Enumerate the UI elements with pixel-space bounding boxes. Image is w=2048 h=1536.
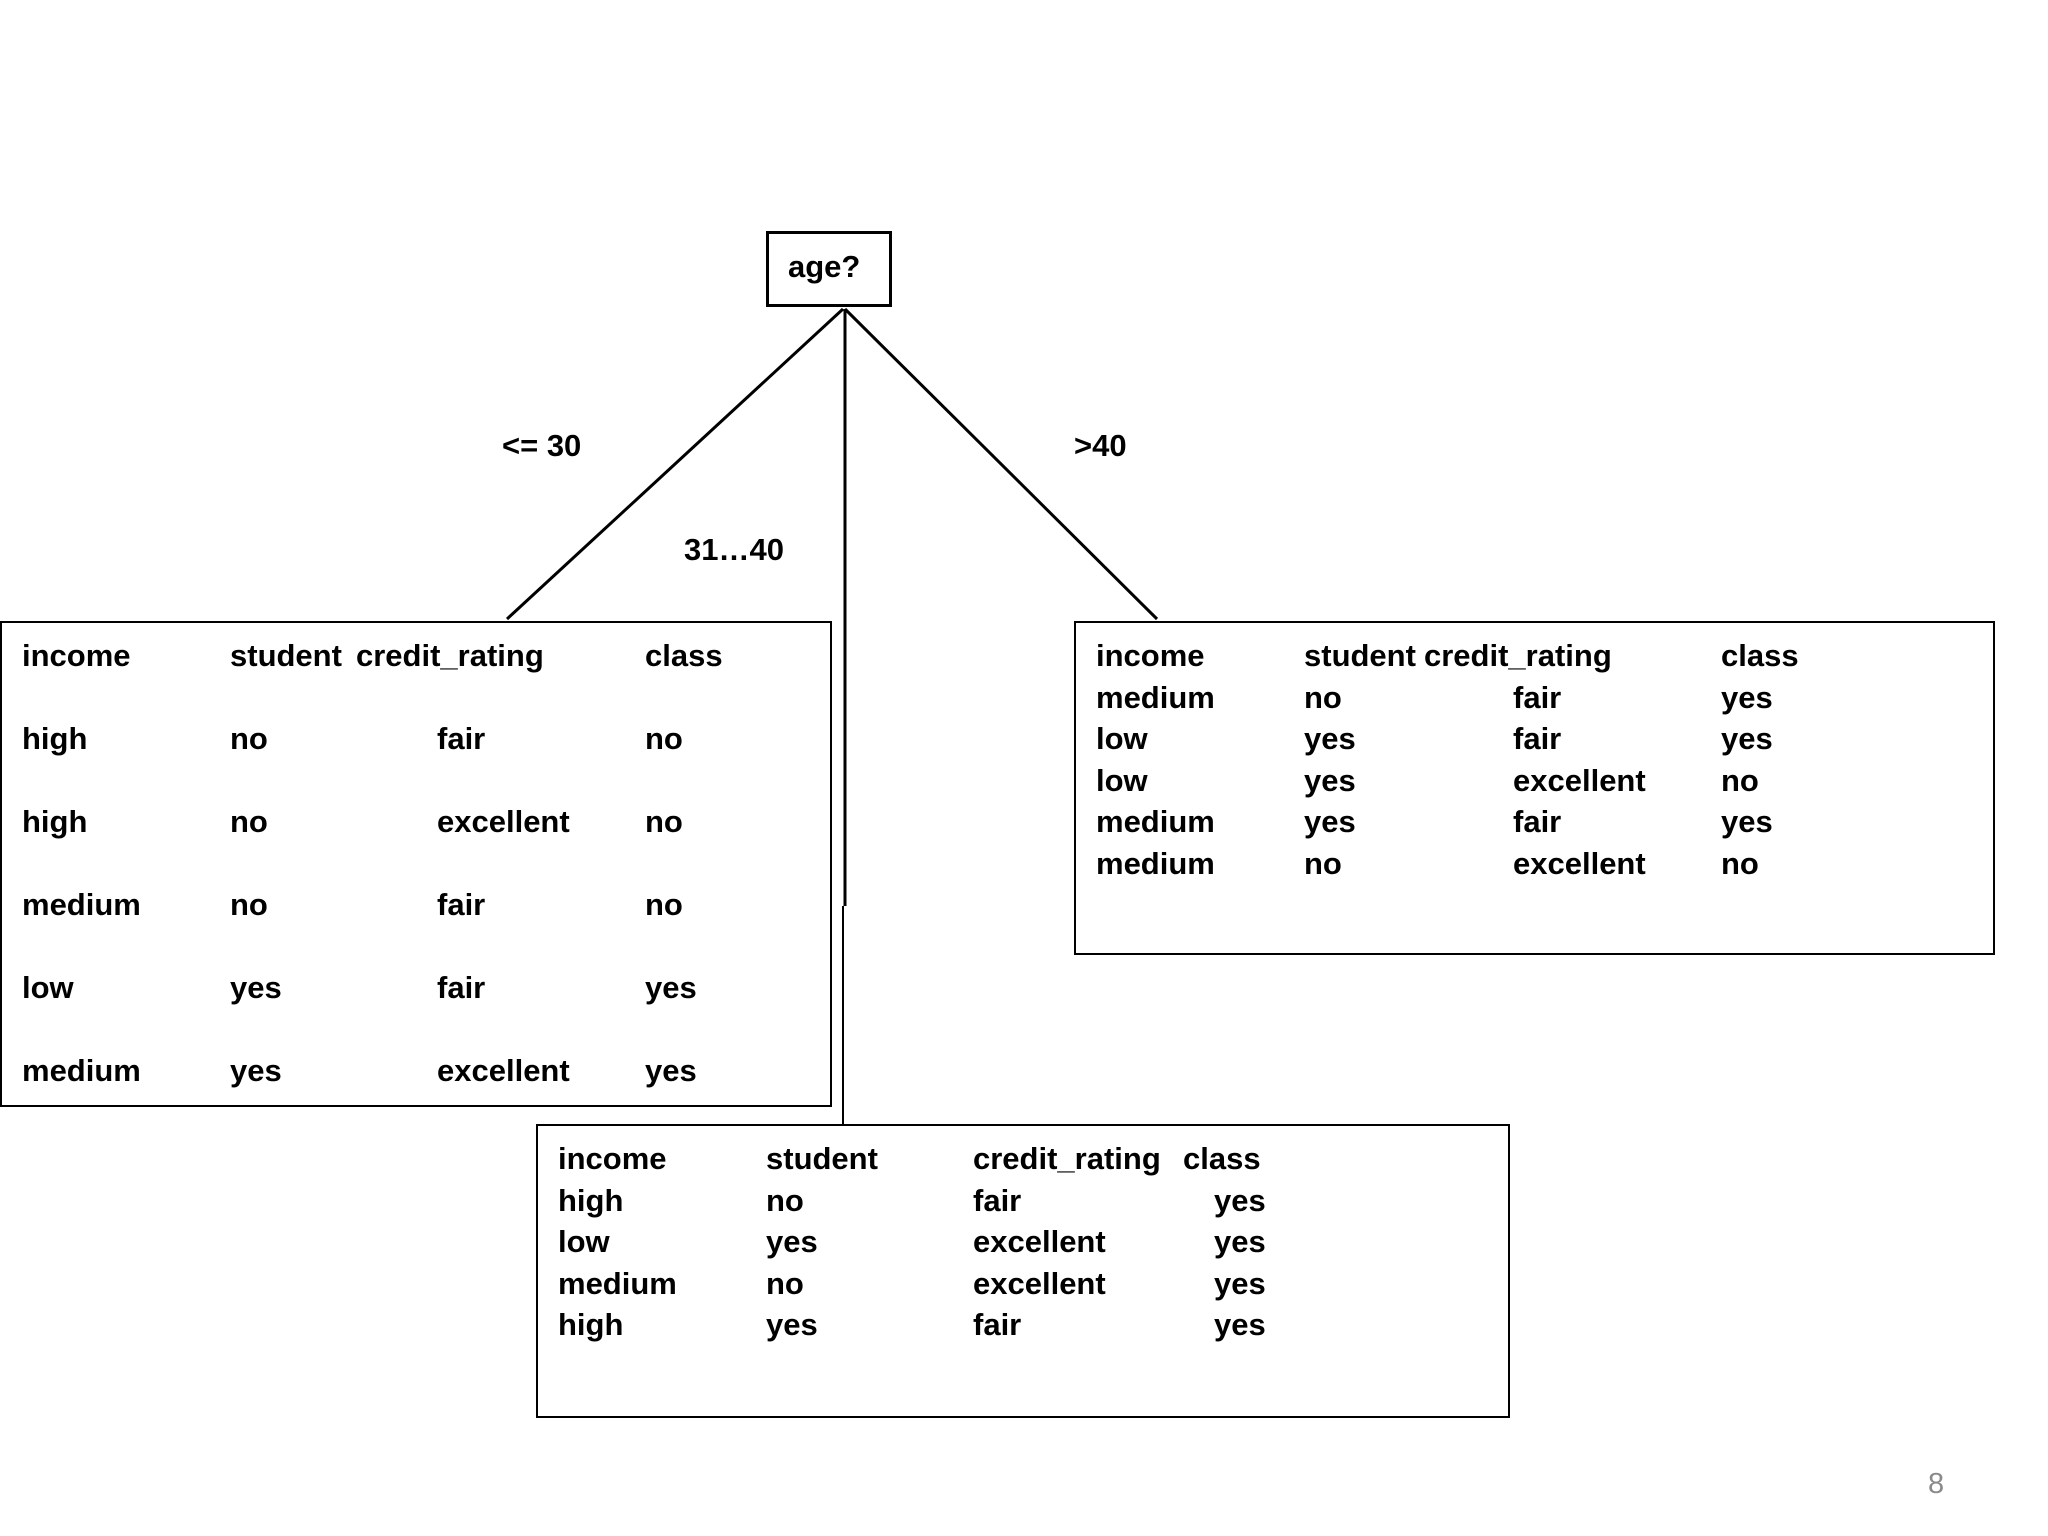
- cell-income: low: [1096, 763, 1148, 798]
- header-income: income: [22, 638, 131, 673]
- table-age-gt40: income student credit_rating class mediu…: [1074, 621, 1995, 955]
- cell-student: no: [230, 887, 268, 922]
- cell-credit-rating: excellent: [437, 804, 570, 839]
- cell-student: yes: [230, 1053, 282, 1088]
- cell-class: yes: [1721, 680, 1773, 715]
- header-class: class: [1721, 638, 1799, 673]
- cell-income: low: [558, 1224, 610, 1259]
- cell-class: no: [645, 721, 683, 756]
- cell-class: yes: [1721, 721, 1773, 756]
- cell-student: no: [766, 1183, 804, 1218]
- cell-student: no: [230, 721, 268, 756]
- branch-label-le30: <= 30: [502, 428, 582, 463]
- cell-class: yes: [645, 1053, 697, 1088]
- cell-student: yes: [230, 970, 282, 1005]
- cell-class: no: [645, 804, 683, 839]
- branch-label-31-40: 31…40: [684, 532, 784, 567]
- cell-income: medium: [1096, 846, 1215, 881]
- cell-class: no: [645, 887, 683, 922]
- cell-income: medium: [22, 1053, 141, 1088]
- cell-credit-rating: fair: [1513, 804, 1562, 839]
- cell-credit-rating: excellent: [973, 1266, 1106, 1301]
- root-label: age?: [788, 249, 861, 284]
- header-credit-rating: credit_rating: [356, 638, 544, 673]
- cell-income: medium: [22, 887, 141, 922]
- edge-le30: [505, 307, 845, 621]
- cell-credit-rating: fair: [437, 887, 486, 922]
- header-student: student: [230, 638, 342, 673]
- cell-student: yes: [1304, 804, 1356, 839]
- header-student: student: [766, 1141, 878, 1176]
- header-credit-rating: credit_rating: [1424, 638, 1612, 673]
- cell-credit-rating: excellent: [973, 1224, 1106, 1259]
- cell-student: no: [1304, 846, 1342, 881]
- header-income: income: [558, 1141, 667, 1176]
- header-student: student: [1304, 638, 1416, 673]
- cell-student: yes: [1304, 721, 1356, 756]
- cell-student: no: [1304, 680, 1342, 715]
- cell-income: low: [22, 970, 74, 1005]
- cell-income: high: [558, 1183, 624, 1218]
- cell-credit-rating: excellent: [1513, 763, 1646, 798]
- header-class: class: [1183, 1141, 1261, 1176]
- cell-credit-rating: fair: [1513, 721, 1562, 756]
- cell-student: yes: [1304, 763, 1356, 798]
- cell-student: yes: [766, 1224, 818, 1259]
- cell-class: yes: [1721, 804, 1773, 839]
- cell-income: low: [1096, 721, 1148, 756]
- cell-class: yes: [1214, 1224, 1266, 1259]
- table-age-le30: income student credit_rating class high …: [0, 621, 832, 1107]
- cell-class: no: [1721, 846, 1759, 881]
- cell-credit-rating: fair: [1513, 680, 1562, 715]
- cell-income: high: [22, 721, 88, 756]
- cell-income: medium: [1096, 680, 1215, 715]
- cell-student: no: [766, 1266, 804, 1301]
- cell-class: yes: [645, 970, 697, 1005]
- branch-label-gt40: >40: [1074, 428, 1127, 463]
- cell-income: medium: [1096, 804, 1215, 839]
- cell-class: yes: [1214, 1266, 1266, 1301]
- header-income: income: [1096, 638, 1205, 673]
- cell-class: no: [1721, 763, 1759, 798]
- header-class: class: [645, 638, 723, 673]
- cell-student: no: [230, 804, 268, 839]
- cell-income: high: [22, 804, 88, 839]
- cell-credit-rating: fair: [973, 1183, 1022, 1218]
- cell-credit-rating: fair: [973, 1307, 1022, 1342]
- cell-credit-rating: excellent: [1513, 846, 1646, 881]
- page-number: 8: [1928, 1468, 1945, 1500]
- root-node-age: age?: [766, 231, 892, 307]
- edge-gt40: [843, 307, 1159, 621]
- cell-class: yes: [1214, 1183, 1266, 1218]
- cell-income: medium: [558, 1266, 677, 1301]
- table-age-31-40: income student credit_rating class high …: [536, 1124, 1510, 1418]
- cell-credit-rating: fair: [437, 970, 486, 1005]
- cell-class: yes: [1214, 1307, 1266, 1342]
- cell-student: yes: [766, 1307, 818, 1342]
- cell-credit-rating: excellent: [437, 1053, 570, 1088]
- header-credit-rating: credit_rating: [973, 1141, 1161, 1176]
- cell-income: high: [558, 1307, 624, 1342]
- cell-credit-rating: fair: [437, 721, 486, 756]
